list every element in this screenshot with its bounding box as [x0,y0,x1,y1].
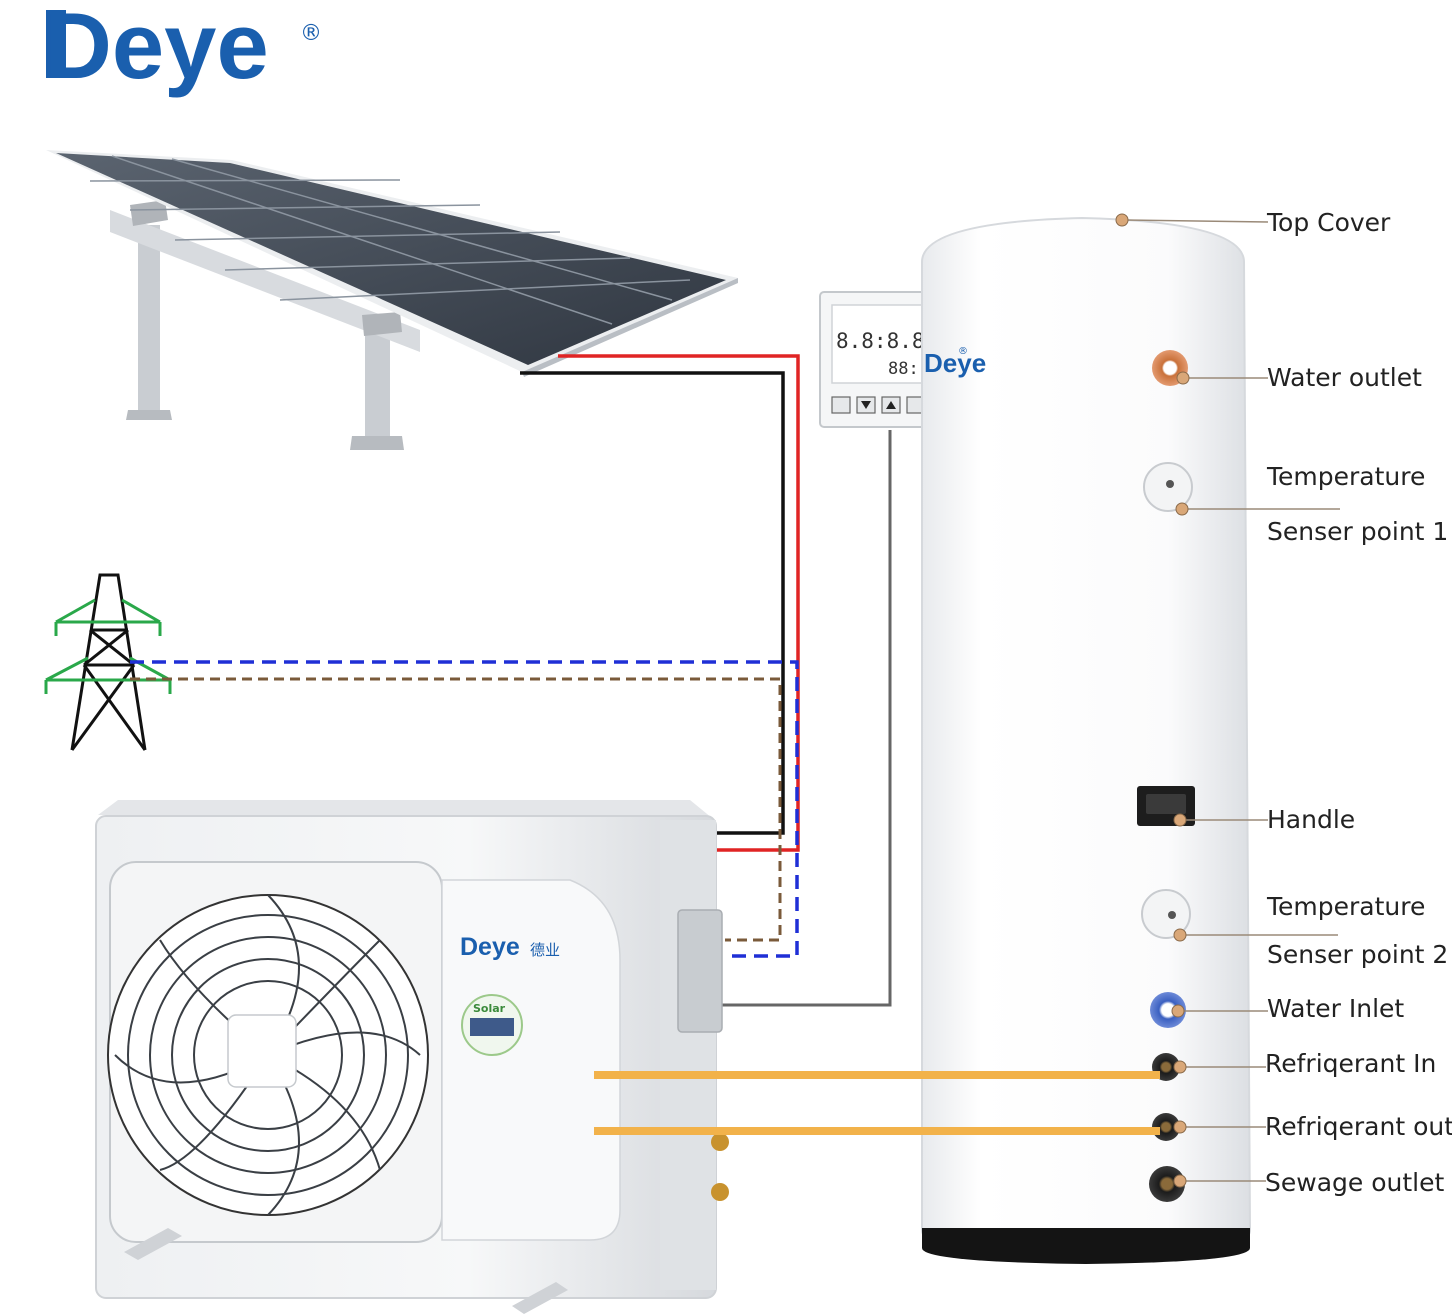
label-handle: Handle [1267,805,1355,834]
dc-positive-wire [558,354,800,852]
refrigerant-pipes [594,1071,1160,1135]
label-temp-sensor-1-line1: Temperature [1266,462,1425,491]
solar-badge-text: Solar [473,1002,506,1015]
controller-logo-mark: ® [958,346,968,357]
label-top-cover: Top Cover [1266,208,1391,237]
label-refrigerant-out: Refriqerant out [1265,1112,1452,1141]
control-cable [720,430,892,1007]
label-refrigerant-in: Refriqerant In [1265,1049,1436,1078]
chevron-up-icon [886,401,896,409]
controller-display-bottom: 88: [888,359,919,379]
leader-dots [1115,213,1190,1188]
label-sewage-outlet: Sewage outlet [1265,1168,1444,1197]
logo-text: Deye [44,0,269,98]
component-labels: Top Cover Water outlet Temperature Sense… [1265,208,1452,1197]
dc-negative-wire [520,371,785,835]
label-temp-sensor-1-line2: Senser point 1 [1267,517,1448,546]
unit-logo-suffix: 德业 [530,941,560,959]
wired-controller: 8.8:8.8 88: [819,291,931,428]
water-inlet-port [1150,992,1186,1028]
label-water-inlet: Water Inlet [1267,994,1404,1023]
registered-mark: ® [300,21,322,46]
grid-neutral-wire [130,677,782,942]
controller-mode-button[interactable] [831,396,851,414]
wiring [130,354,892,1007]
logo-bar [46,10,66,78]
leader-lines [1121,219,1340,1182]
heat-pump-outdoor-unit: Deye 德业 Solar [95,800,729,1314]
water-tank: Deye ® [921,216,1252,1264]
grid-live-wire [130,660,799,958]
brand-logo: Deye ® [44,0,322,98]
chevron-down-icon [861,401,871,409]
solar-panel-icon [46,150,738,450]
controller-logo-text: Deye [924,348,986,378]
label-water-outlet: Water outlet [1267,363,1422,392]
unit-logo-text: Deye [460,933,520,961]
temperature-sensor-2-port [1141,889,1191,939]
controller-display-top: 8.8:8.8 [836,329,925,353]
sewage-outlet-port [1149,1166,1185,1202]
power-tower-icon [44,573,172,751]
label-temp-sensor-2-line2: Senser point 2 [1267,940,1448,969]
label-temp-sensor-2-line1: Temperature [1266,892,1425,921]
